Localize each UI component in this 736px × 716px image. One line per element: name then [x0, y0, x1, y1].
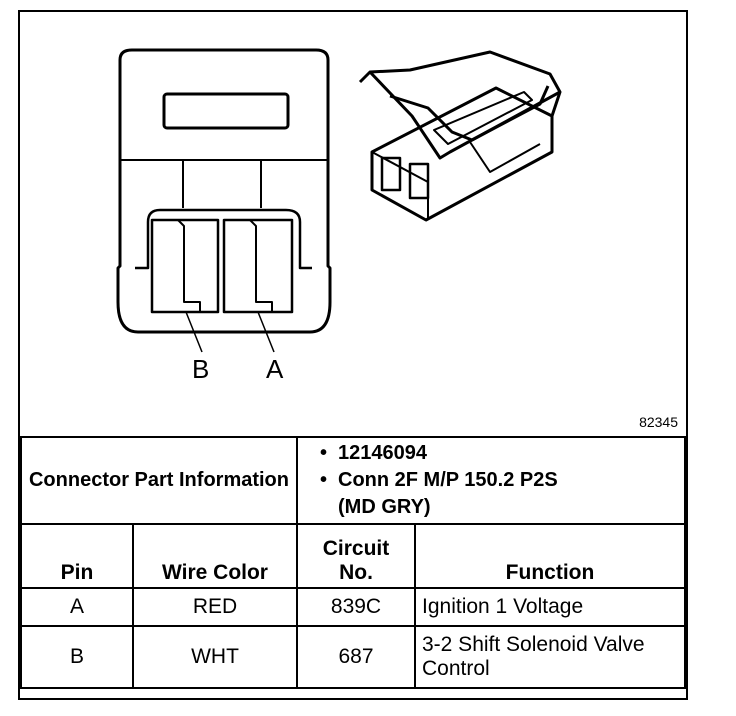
connector-description: Conn 2F M/P 150.2 P2S (MD GRY): [320, 467, 678, 521]
row-a-pin: A: [20, 587, 134, 627]
header-pin: Pin: [20, 523, 134, 589]
column-header-row: Pin Wire Color Circuit No. Function: [20, 523, 686, 589]
row-b-pin: B: [20, 625, 134, 689]
connector-description-line2: (MD GRY): [338, 496, 431, 518]
figure-number: 82345: [639, 414, 678, 430]
connector-info-list: 12146094 Conn 2F M/P 150.2 P2S (MD GRY): [296, 436, 686, 525]
connector-part-number: 12146094: [320, 440, 678, 467]
row-b-wire-color: WHT: [132, 625, 298, 689]
connector-description-line1: Conn 2F M/P 150.2 P2S: [338, 469, 558, 491]
header-circuit: Circuit No.: [296, 523, 416, 589]
row-b-circuit: 687: [296, 625, 416, 689]
header-function: Function: [414, 523, 686, 589]
connector-drawing: [116, 48, 562, 353]
row-a-function: Ignition 1 Voltage: [414, 587, 686, 627]
row-a-wire-color: RED: [132, 587, 298, 627]
connector-info-label: Connector Part Information: [20, 436, 298, 525]
header-wire-color: Wire Color: [132, 523, 298, 589]
pin-label-a: A: [266, 354, 284, 384]
row-b-function: 3-2 Shift Solenoid Valve Control: [414, 625, 686, 689]
pin-label-b: B: [192, 354, 210, 384]
connector-figure: B A 82345: [20, 12, 686, 436]
connector-sheet: B A 82345 Connector Part Information 121…: [18, 10, 688, 700]
connector-info-row: Connector Part Information 12146094 Conn…: [20, 436, 686, 525]
table-row: B WHT 687 3-2 Shift Solenoid Valve Contr…: [20, 625, 686, 689]
row-a-circuit: 839C: [296, 587, 416, 627]
connector-face-view: [116, 48, 332, 353]
connector-isometric-view: [358, 50, 562, 222]
connector-table: Connector Part Information 12146094 Conn…: [20, 436, 686, 689]
table-row: A RED 839C Ignition 1 Voltage: [20, 587, 686, 627]
